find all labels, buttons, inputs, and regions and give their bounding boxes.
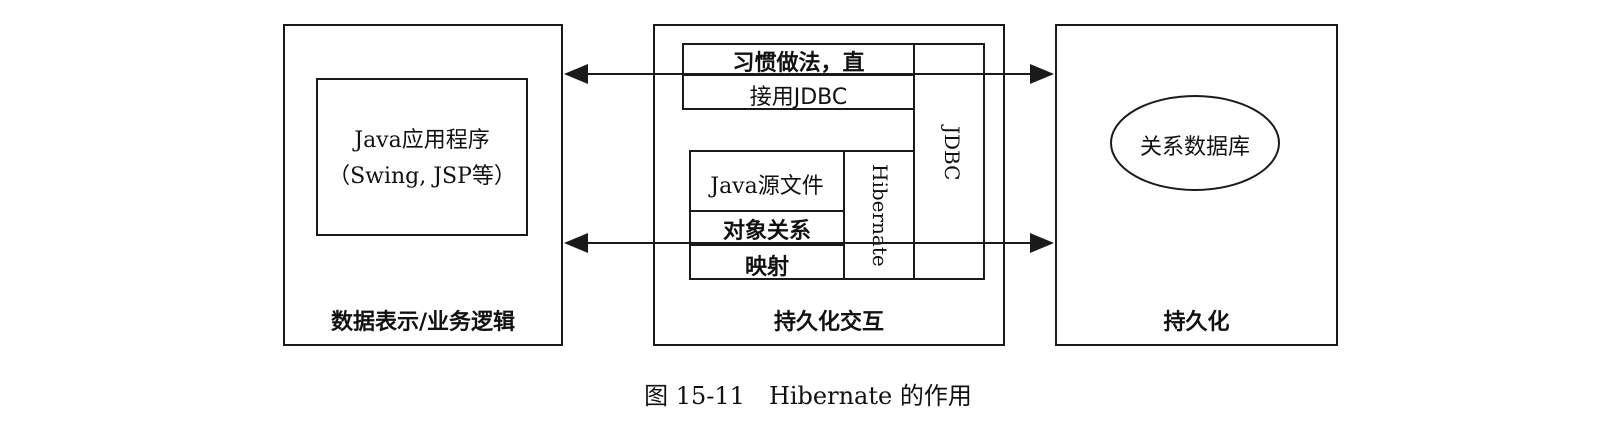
java-source-box — [689, 150, 845, 212]
database-label: 关系数据库 — [1139, 135, 1250, 160]
persistence-caption: 持久化 — [1163, 310, 1230, 335]
presentation-logic-caption: 数据表示/业务逻辑 — [330, 310, 516, 335]
persistence-interaction-caption: 持久化交互 — [773, 310, 884, 335]
java-application-box — [316, 78, 528, 236]
database-ellipse — [1110, 95, 1280, 191]
java-source-label: Java源文件 — [710, 174, 824, 199]
orm-label-line2: 映射 — [744, 255, 789, 280]
java-app-label-line2: （Swing, JSP等） — [328, 164, 516, 189]
direct-jdbc-line2: 接用JDBC — [749, 85, 848, 110]
java-app-label-line1: Java应用程序 — [354, 128, 490, 153]
jdbc-label: JDBC — [940, 126, 964, 181]
hibernate-column — [843, 150, 915, 280]
figure-caption: 图 15-11 Hibernate 的作用 — [644, 382, 972, 410]
